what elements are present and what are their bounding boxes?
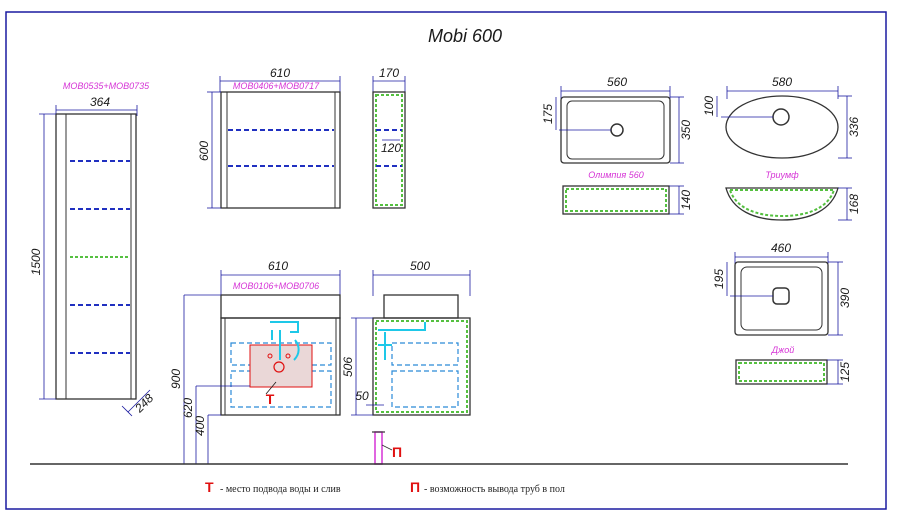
sink-dzhoy: 460 195 390 Джой 125 [712,241,852,385]
dzhoy-name: Джой [771,345,795,355]
olimpia-drain: 175 [541,104,555,124]
triumf-width: 580 [772,75,792,89]
legend-p-key: П [410,479,420,495]
mirror-height: 600 [197,141,211,161]
vanity-overall-height: 900 [169,369,183,389]
legend-t-key: Т [205,479,214,495]
triumf-height: 168 [847,194,861,214]
drawing-title: Mobi 600 [428,26,502,46]
legend-t-text: - место подвода воды и слив [220,484,341,495]
mirror-side-depth: 170 [379,66,399,80]
vanity-front: 610 MOB0106+MOB0706 Т 900 620 400 [169,259,341,464]
vanity-side-depth: 500 [410,259,430,273]
mirror-side-view: 170 120 [372,66,406,209]
vanity-marker-t: Т [266,391,275,407]
mirror-side-shelf: 120 [381,141,401,155]
tall-cabinet-depth: 248 [131,391,156,416]
legend-p-text: - возможность вывода труб в пол [424,484,565,495]
olimpia-name: Олимпия 560 [588,170,643,180]
vanity-side: 500 506 50 [341,259,471,416]
vanity-h50: 50 [355,389,369,403]
sink-triumf: 580 100 336 Триумф 168 [702,75,861,221]
triumf-depth: 336 [847,117,861,137]
olimpia-depth: 350 [679,120,693,140]
sink-olimpia: 560 175 350 Олимпия 560 140 [541,75,693,215]
mirror-label: MOB0406+MOB0717 [233,81,320,91]
dzhoy-height: 125 [838,362,852,382]
dzhoy-width: 460 [771,241,791,255]
olimpia-height: 140 [679,190,693,210]
tall-cabinet-width: 364 [90,95,110,109]
tall-cabinet: MOB0535+MOB0735 364 1500 248 [29,81,156,417]
drawing-frame [5,11,887,510]
mirror-width: 610 [270,66,290,80]
vanity-body-height: 506 [341,357,355,377]
dzhoy-depth: 390 [838,288,852,308]
mirror-cabinet: 610 MOB0406+MOB0717 600 [197,66,341,209]
tall-cabinet-height: 1500 [29,248,43,275]
vanity-label: MOB0106+MOB0706 [233,281,319,291]
vanity-h400: 400 [193,416,207,436]
floor-marker-p: П [392,444,402,460]
vanity-width: 610 [268,259,288,273]
triumf-name: Триумф [765,170,799,180]
dzhoy-drain: 195 [712,269,726,289]
floor-pipe: П [372,431,402,465]
olimpia-width: 560 [607,75,627,89]
triumf-drain: 100 [702,96,716,116]
vanity-h620: 620 [181,398,195,418]
tall-cabinet-label: MOB0535+MOB0735 [63,81,150,91]
legend: Т - место подвода воды и слив П - возмож… [205,479,565,495]
